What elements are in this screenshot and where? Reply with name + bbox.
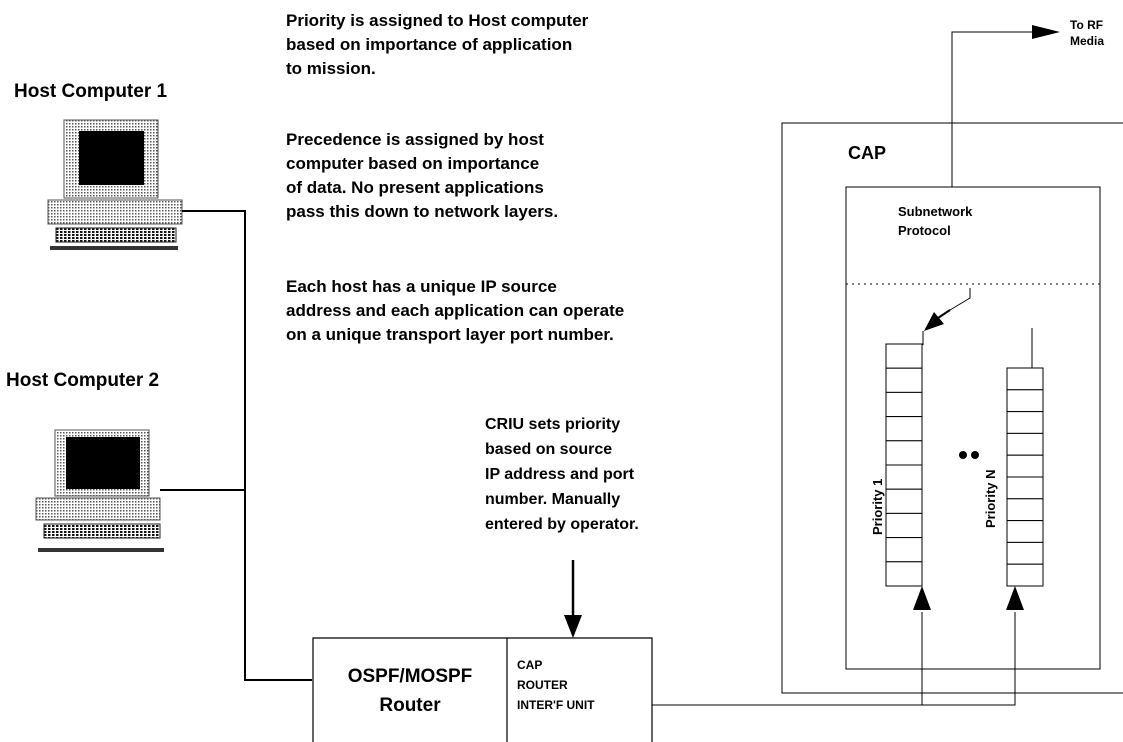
criu-note-line: based on source bbox=[485, 441, 613, 458]
rf-media-label: To RF Media bbox=[1070, 17, 1104, 49]
cap-title: CAP bbox=[848, 143, 887, 163]
queue-slot bbox=[885, 440, 923, 466]
host-connection-lines bbox=[160, 210, 312, 681]
criu-note: CRIU sets priority based on source IP ad… bbox=[485, 412, 639, 537]
subnetwork-label-line: Subnetwork bbox=[898, 204, 973, 219]
priority-note-line: Priority is assigned to Host computer bbox=[286, 11, 589, 30]
precedence-note-line: Precedence is assigned by host bbox=[286, 130, 544, 149]
queue-slot bbox=[1006, 367, 1044, 391]
router-box bbox=[312, 637, 653, 742]
priority-note: Priority is assigned to Host computer ba… bbox=[286, 9, 588, 81]
unique-ip-note-line: on a unique transport layer port number. bbox=[286, 325, 614, 344]
rf-media-label-line: Media bbox=[1070, 34, 1105, 48]
queue-slot bbox=[885, 464, 923, 490]
subnetwork-protocol-label: Subnetwork Protocol bbox=[898, 202, 972, 240]
priority-note-line: to mission. bbox=[286, 59, 376, 78]
router-label-line: Router bbox=[379, 695, 441, 716]
router-label: OSPF/MOSPF Router bbox=[315, 662, 505, 720]
queue-slot bbox=[1006, 411, 1044, 434]
unique-ip-note: Each host has a unique IP source address… bbox=[286, 275, 624, 347]
queue-slot bbox=[1006, 520, 1044, 543]
ellipsis-dot bbox=[971, 451, 979, 459]
rf-media-label-line: To RF bbox=[1070, 18, 1104, 32]
criu-box-label: CAP ROUTER INTER'F UNIT bbox=[517, 655, 595, 715]
unique-ip-note-line: address and each application can operate bbox=[286, 301, 625, 320]
priority-n-label: Priority N bbox=[983, 469, 998, 528]
priority-1-queue bbox=[885, 343, 923, 587]
criu-note-line: CRIU sets priority bbox=[485, 416, 621, 433]
criu-box-label-line: CAP bbox=[517, 658, 543, 672]
host-computer-1-label: Host Computer 1 bbox=[14, 81, 168, 102]
queue-slot bbox=[885, 488, 923, 514]
queue-slot bbox=[885, 512, 923, 539]
precedence-note-line: computer based on importance bbox=[286, 154, 540, 173]
priority-n-queue bbox=[1006, 367, 1044, 587]
queue-slot bbox=[885, 537, 923, 563]
host-computer-2-label: Host Computer 2 bbox=[6, 370, 160, 391]
precedence-note-line: pass this down to network layers. bbox=[286, 202, 559, 221]
operator-entry-arrow bbox=[564, 560, 582, 638]
precedence-note: Precedence is assigned by host computer … bbox=[286, 128, 558, 224]
priority-1-label: Priority 1 bbox=[870, 478, 885, 535]
queue-slot bbox=[1006, 541, 1044, 565]
queue-selector-switch bbox=[922, 288, 971, 345]
subnetwork-label-line: Protocol bbox=[898, 223, 951, 238]
queue-slot bbox=[1006, 454, 1044, 478]
router-label-line: OSPF/MOSPF bbox=[347, 666, 473, 687]
router-to-queue-lines bbox=[652, 612, 1016, 706]
queue-slot bbox=[885, 367, 923, 393]
subnetwork-box bbox=[845, 186, 1101, 670]
queue-slot bbox=[1006, 476, 1044, 500]
precedence-note-line: of data. No present applications bbox=[286, 178, 544, 197]
criu-box-label-line: ROUTER bbox=[517, 678, 568, 692]
queue-slot bbox=[1006, 498, 1044, 522]
queue-slot bbox=[1006, 432, 1044, 456]
criu-note-line: IP address and port bbox=[485, 466, 635, 483]
ellipsis-dot bbox=[959, 451, 967, 459]
queue-slot bbox=[885, 416, 923, 442]
priority-note-line: based on importance of application bbox=[286, 35, 573, 54]
queue-slot bbox=[1006, 563, 1044, 587]
criu-note-line: number. Manually bbox=[485, 491, 621, 508]
queue-slot bbox=[885, 343, 923, 369]
unique-ip-note-line: Each host has a unique IP source bbox=[286, 277, 557, 296]
queue-input-arrows bbox=[913, 586, 1024, 610]
rf-output-arrow bbox=[951, 25, 1060, 187]
queue-slot bbox=[1006, 389, 1044, 413]
queue-slot bbox=[885, 561, 923, 587]
queue-slot bbox=[885, 391, 923, 418]
computer-1-icon bbox=[47, 119, 183, 250]
criu-box-label-line: INTER'F UNIT bbox=[517, 698, 595, 712]
criu-note-line: entered by operator. bbox=[485, 516, 639, 533]
computer-2-icon bbox=[35, 429, 164, 552]
